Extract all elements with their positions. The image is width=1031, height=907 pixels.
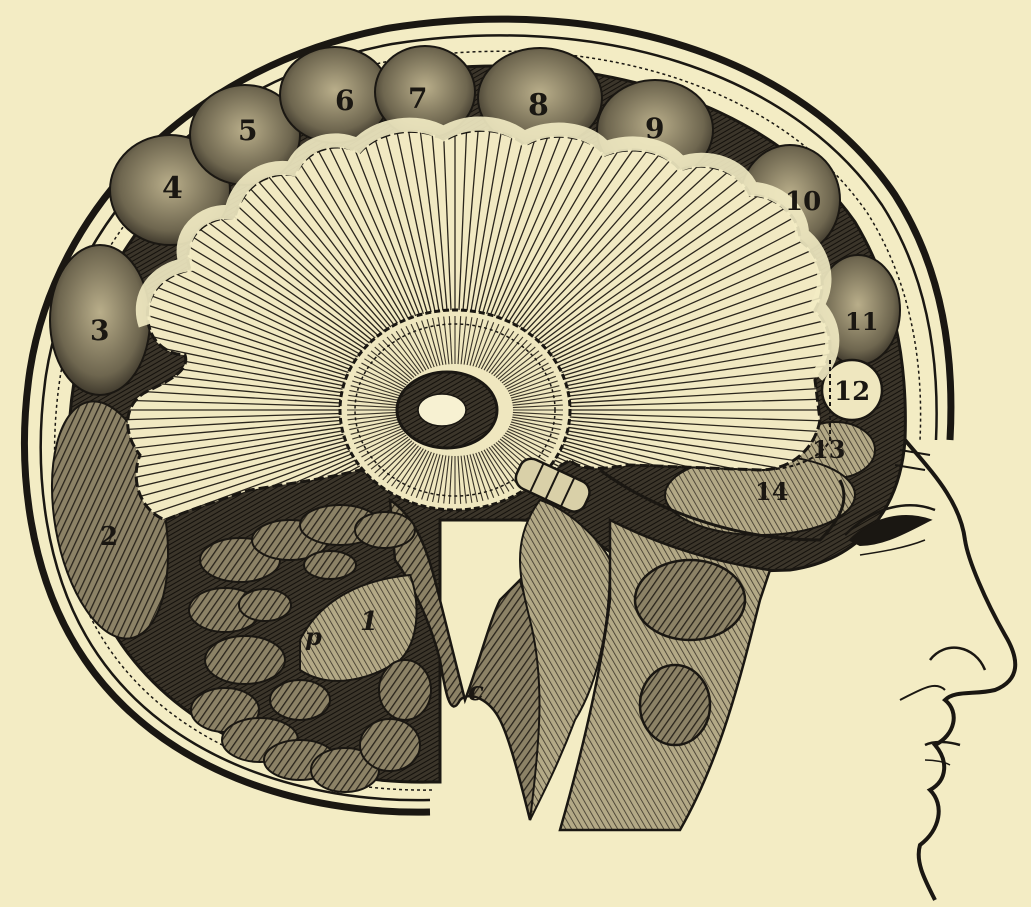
label-6: 6 bbox=[335, 84, 354, 117]
folium bbox=[355, 512, 415, 548]
folium bbox=[239, 589, 291, 621]
label-10: 10 bbox=[785, 187, 821, 217]
label-c: c bbox=[468, 677, 484, 707]
label-14: 14 bbox=[755, 477, 788, 506]
label-4: 4 bbox=[162, 171, 183, 206]
label-p: p bbox=[305, 622, 322, 651]
folium bbox=[304, 551, 356, 579]
folium bbox=[205, 636, 285, 684]
folium bbox=[270, 680, 330, 720]
label-13: 13 bbox=[812, 435, 845, 464]
label-2: 2 bbox=[100, 522, 118, 552]
label-8: 8 bbox=[528, 88, 549, 123]
label-1: 1 bbox=[360, 607, 378, 637]
label-9: 9 bbox=[645, 112, 664, 145]
label-11: 11 bbox=[845, 307, 878, 336]
label-3: 3 bbox=[90, 314, 109, 347]
label-7: 7 bbox=[408, 82, 427, 115]
label-12: 12 bbox=[834, 377, 870, 407]
label-5: 5 bbox=[238, 114, 257, 147]
folium bbox=[360, 719, 420, 771]
folium bbox=[379, 660, 431, 720]
